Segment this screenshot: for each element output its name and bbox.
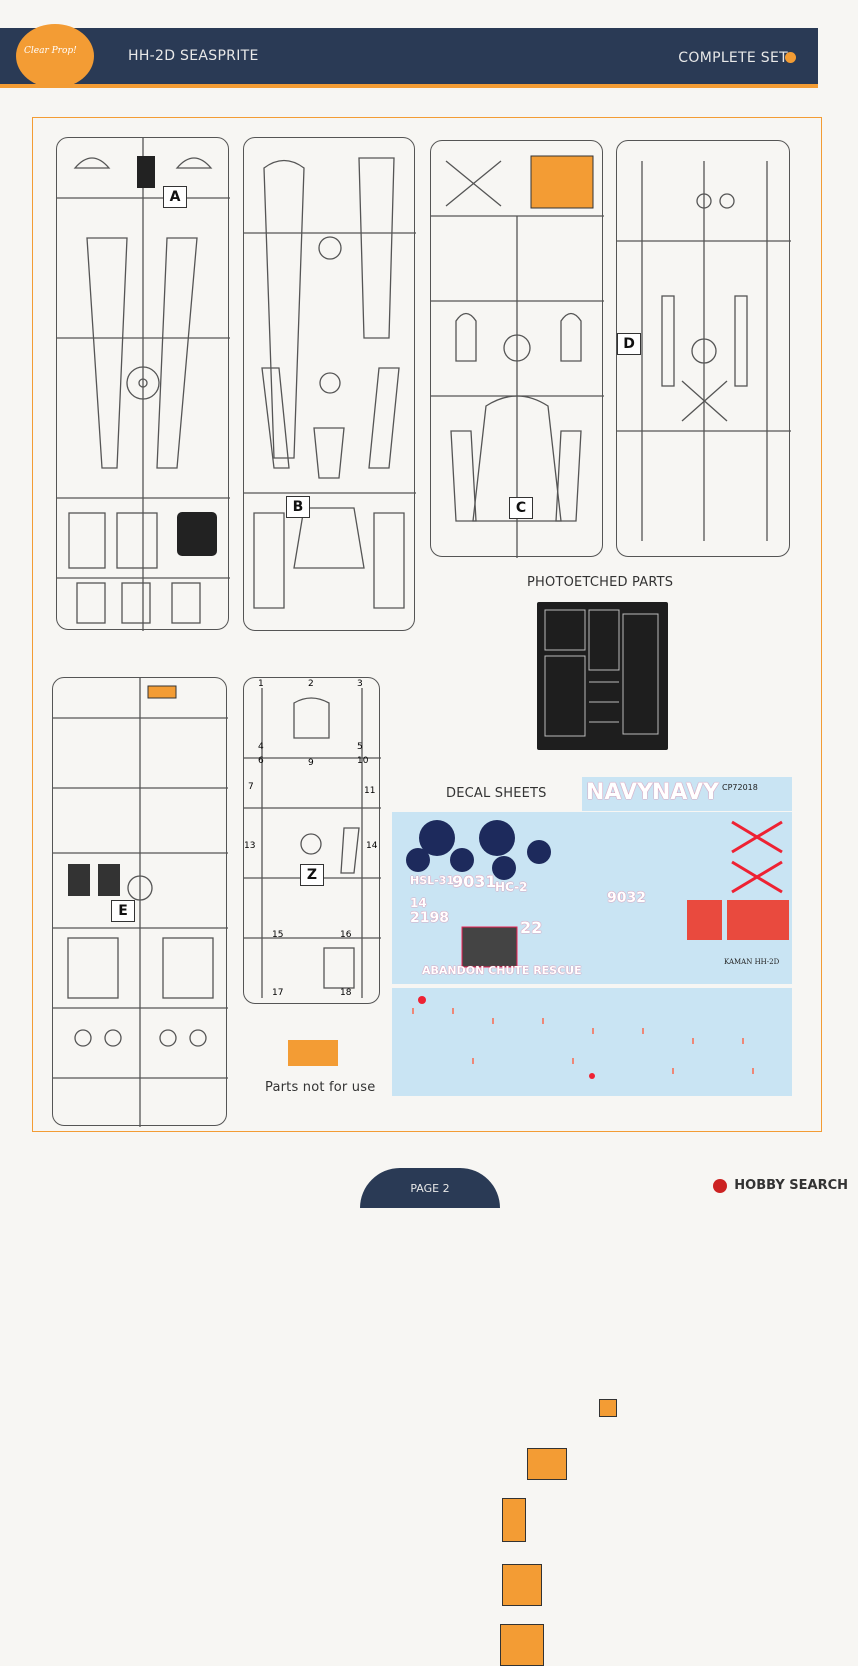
- sprue-label-z: Z: [300, 864, 324, 886]
- sprue-c-drawing: [431, 155, 604, 558]
- decal-kit-name: KAMAN HH-2D: [724, 958, 780, 966]
- not-for-use-label: Parts not for use: [265, 1080, 376, 1095]
- hobby-search-icon: [712, 1178, 727, 1193]
- watermark-text: HOBBY SEARCH: [734, 1178, 848, 1193]
- page-subtitle: COMPLETE SET: [678, 50, 788, 66]
- watermark: HOBBY SEARCH: [712, 1178, 848, 1193]
- sprue-label-d: D: [617, 333, 641, 355]
- part-number-z: 6: [258, 756, 264, 766]
- part-z-15: [502, 1564, 542, 1606]
- decals-caption: DECAL SHEETS: [446, 786, 547, 801]
- part-z-17: [500, 1624, 544, 1666]
- header-dot-icon: [785, 52, 796, 63]
- sprue-e-drawing: [53, 678, 228, 1127]
- part-z-9: [527, 1448, 567, 1480]
- part-number-z: 2: [308, 679, 314, 689]
- not-for-use-swatch: [288, 1040, 338, 1066]
- sprue-a: A: [56, 137, 230, 631]
- part-number-z: 5: [357, 742, 363, 752]
- part-number-z: 18: [340, 988, 352, 998]
- decal-sheet-1: HSL-31 9031 HC-2 14 9032 2198 22 ABANDON…: [392, 812, 792, 984]
- decal-sheet-1-drawing: [406, 820, 789, 968]
- sprue-c: C: [430, 140, 604, 558]
- decal-sheet-2: [392, 988, 792, 1096]
- sprue-d: D: [616, 140, 791, 557]
- part-number-z: 14: [366, 841, 378, 851]
- decal-num-1: 9031: [452, 872, 497, 891]
- sprue-label-b: B: [286, 496, 310, 518]
- part-number-z: 7: [248, 782, 254, 792]
- sprue-label-e: E: [111, 900, 135, 922]
- page-title: HH-2D SEASPRITE: [128, 48, 259, 64]
- part-number-z: 13: [244, 841, 256, 851]
- sprue-label-a: A: [163, 186, 187, 208]
- decal-num-2: 9032: [607, 890, 646, 906]
- part-number-z: 11: [364, 786, 376, 796]
- photoetched-fret: [537, 602, 668, 750]
- sprue-z: Z 1 2 3 4 5 6 7 9 10 11 13 14 15 16 17 1…: [243, 677, 617, 1666]
- part-number-z: 1: [258, 679, 264, 689]
- photoetched-drawing: [544, 609, 659, 737]
- decal-sheet-top: NAVY NAVY CP72018: [582, 777, 792, 811]
- part-number-z: 3: [357, 679, 363, 689]
- part-number-z: 17: [272, 988, 284, 998]
- brand-logo: Clear Prop!: [16, 24, 94, 88]
- sprue-b-drawing: [244, 157, 416, 609]
- sprue-a-drawing: [57, 138, 230, 631]
- sprue-d-drawing: [617, 161, 791, 541]
- part-number-z: 9: [308, 758, 314, 768]
- decal-navy-1: NAVY: [586, 780, 653, 805]
- decal-code-2: HC-2: [495, 880, 528, 894]
- decal-num-5: 14: [410, 896, 427, 910]
- page-number: PAGE 2: [410, 1182, 450, 1195]
- part-number-z: 15: [272, 930, 284, 940]
- photoetched-caption: PHOTOETCHED PARTS: [527, 575, 674, 590]
- decal-navy-2: NAVY: [652, 780, 719, 805]
- sprue-e: E: [52, 677, 228, 1127]
- part-z-5: [599, 1399, 617, 1417]
- decal-banner: ABANDON CHUTE RESCUE: [422, 964, 582, 977]
- part-number-z: 16: [340, 930, 352, 940]
- header-accent-line: [0, 84, 818, 88]
- part-number-z: 10: [357, 756, 369, 766]
- logo-text: Clear Prop!: [24, 46, 77, 56]
- decal-kit-code: CP72018: [722, 783, 758, 792]
- sprue-b: B: [243, 137, 416, 631]
- content-frame: [32, 117, 822, 1132]
- decal-code-1: HSL-31: [410, 874, 455, 887]
- sprue-label-c: C: [509, 497, 533, 519]
- header-bar: [0, 28, 818, 84]
- part-number-z: 4: [258, 742, 264, 752]
- decal-num-3: 2198: [410, 910, 449, 926]
- sprue-z-drawing: [244, 688, 381, 998]
- part-z-13: [502, 1498, 526, 1542]
- decal-sheet-2-drawing: [412, 996, 754, 1079]
- decal-num-4: 22: [520, 918, 543, 937]
